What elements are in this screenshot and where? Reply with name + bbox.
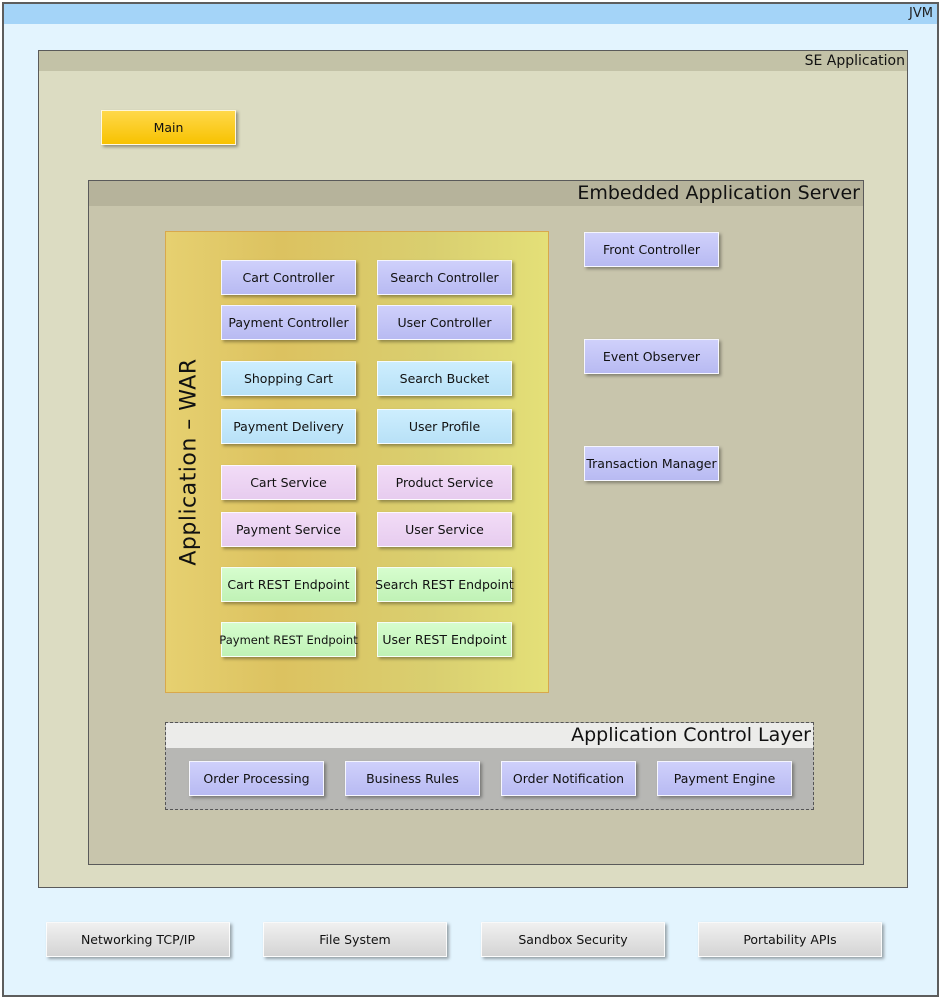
payment-delivery-box: Payment Delivery bbox=[221, 409, 356, 444]
main-box: Main bbox=[101, 110, 236, 145]
portability-apis-box: Portability APIs bbox=[698, 922, 882, 957]
business-rules-box: Business Rules bbox=[345, 761, 480, 796]
war-label: Application – WAR bbox=[176, 358, 202, 566]
front-controller-box: Front Controller bbox=[584, 232, 719, 267]
payment-rest-endpoint-box: Payment REST Endpoint bbox=[219, 622, 358, 657]
event-observer-box: Event Observer bbox=[584, 339, 719, 374]
embedded-server-title-bar: Embedded Application Server bbox=[89, 181, 863, 206]
control-layer-label: Application Control Layer bbox=[571, 724, 811, 746]
user-service-box: User Service bbox=[377, 512, 512, 547]
shopping-cart-box: Shopping Cart bbox=[221, 361, 356, 396]
search-controller-box: Search Controller bbox=[377, 260, 512, 295]
user-profile-box: User Profile bbox=[377, 409, 512, 444]
cart-rest-endpoint-box: Cart REST Endpoint bbox=[221, 567, 356, 602]
payment-service-box: Payment Service bbox=[221, 512, 356, 547]
control-layer-title-bar: Application Control Layer bbox=[166, 723, 813, 748]
payment-controller-box: Payment Controller bbox=[221, 305, 356, 340]
file-system-box: File System bbox=[263, 922, 447, 957]
search-rest-endpoint-box: Search REST Endpoint bbox=[375, 567, 514, 602]
jvm-title-bar: JVM bbox=[4, 4, 937, 24]
jvm-label: JVM bbox=[909, 6, 933, 21]
transaction-manager-box: Transaction Manager bbox=[584, 446, 719, 481]
order-notification-box: Order Notification bbox=[501, 761, 636, 796]
cart-controller-box: Cart Controller bbox=[221, 260, 356, 295]
user-controller-box: User Controller bbox=[377, 305, 512, 340]
search-bucket-box: Search Bucket bbox=[377, 361, 512, 396]
payment-engine-box: Payment Engine bbox=[657, 761, 792, 796]
networking-box: Networking TCP/IP bbox=[46, 922, 230, 957]
se-application-label: SE Application bbox=[804, 53, 905, 69]
embedded-server-label: Embedded Application Server bbox=[577, 182, 860, 204]
order-processing-box: Order Processing bbox=[189, 761, 324, 796]
sandbox-security-box: Sandbox Security bbox=[481, 922, 665, 957]
se-application-title-bar: SE Application bbox=[39, 51, 907, 71]
cart-service-box: Cart Service bbox=[221, 465, 356, 500]
product-service-box: Product Service bbox=[377, 465, 512, 500]
user-rest-endpoint-box: User REST Endpoint bbox=[377, 622, 512, 657]
